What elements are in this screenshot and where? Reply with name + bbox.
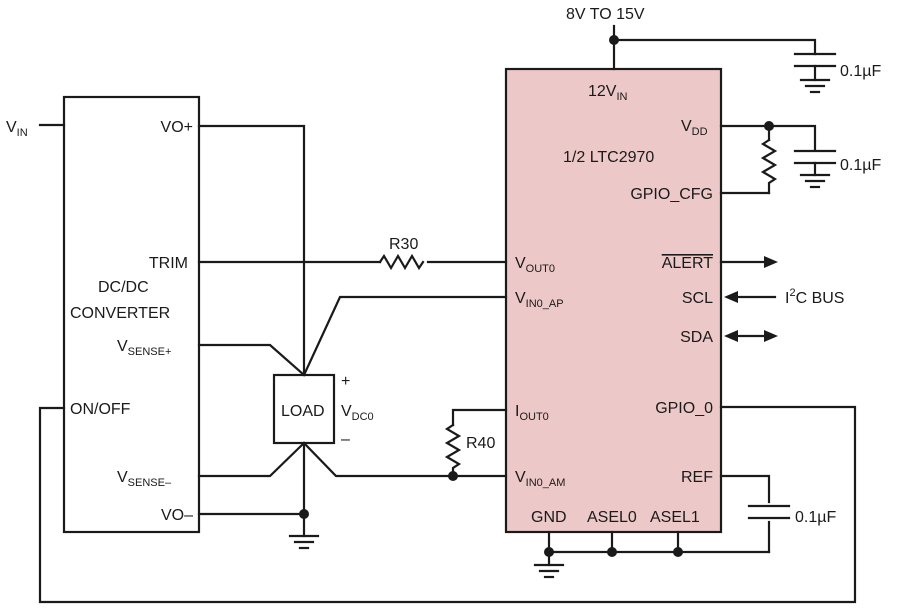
vin-label: VIN <box>6 119 28 139</box>
pin-vsense-minus-label: VSENSE– <box>117 469 172 489</box>
i2c-bus-label: I2C BUS <box>785 287 844 307</box>
load-plus-sign: + <box>341 373 350 390</box>
alert-output-arrow <box>764 256 778 268</box>
ground-symbol-ic <box>533 563 565 579</box>
cap-vdd-value: 0.1µF <box>840 157 881 174</box>
load-minus-sign: – <box>341 431 350 448</box>
cap-ref-value: 0.1µF <box>795 509 836 526</box>
pin-iout0-label: IOUT0 <box>515 403 549 423</box>
pin-alert-label: ALERT <box>662 255 714 272</box>
ground-symbol-supply-cap <box>799 78 831 94</box>
pin-gpio0-label: GPIO_0 <box>655 400 713 417</box>
pin-gpio-cfg-label: GPIO_CFG <box>630 186 713 203</box>
ground-symbol-vdd-cap <box>799 173 831 189</box>
ltc2970-chip <box>504 67 723 534</box>
cap-supply-value: 0.1µF <box>840 63 881 80</box>
pin-vin0am-label: VIN0_AM <box>515 469 565 489</box>
capacitor-supply <box>793 52 837 82</box>
wires <box>38 24 857 604</box>
converter-title-line1: DC/DC <box>98 279 149 296</box>
pin-vout0-label: VOUT0 <box>515 255 555 275</box>
pin-12vin-label: 12VIN <box>588 83 628 103</box>
pin-vo-plus-label: VO+ <box>161 119 193 136</box>
pin-vsense-plus-label: VSENSE+ <box>117 338 171 358</box>
vdc0-label: VDC0 <box>341 403 374 423</box>
ic-name-label: 1/2 LTC2970 <box>563 149 654 166</box>
pin-sda-label: SDA <box>680 329 713 346</box>
capacitor-ref <box>747 504 791 520</box>
pin-asel0-label: ASEL0 <box>587 509 637 526</box>
junction-dots <box>299 35 774 557</box>
capacitor-vdd <box>793 149 837 177</box>
r30-label: R30 <box>389 236 418 253</box>
supply-range-label: 8V TO 15V <box>566 6 645 23</box>
pin-vo-minus-label: VO– <box>161 507 193 524</box>
ground-symbol-load <box>288 534 320 550</box>
pin-trim-label: TRIM <box>149 255 188 272</box>
dcdc-converter-block <box>62 95 201 534</box>
converter-title-line2: CONVERTER <box>70 305 170 322</box>
pin-onoff-label: ON/OFF <box>70 401 131 418</box>
pin-vdd-label: VDD <box>681 118 708 138</box>
pin-ref-label: REF <box>681 469 713 486</box>
sda-left-arrow <box>724 330 738 342</box>
sda-right-arrow <box>764 330 778 342</box>
scl-input-arrow <box>724 291 738 303</box>
pin-scl-label: SCL <box>682 290 713 307</box>
r40-label: R40 <box>466 435 495 452</box>
pin-gnd-label: GND <box>531 509 567 526</box>
pin-asel1-label: ASEL1 <box>650 509 700 526</box>
pin-vin0ap-label: VIN0_AP <box>515 290 564 310</box>
load-label: LOAD <box>281 403 325 420</box>
